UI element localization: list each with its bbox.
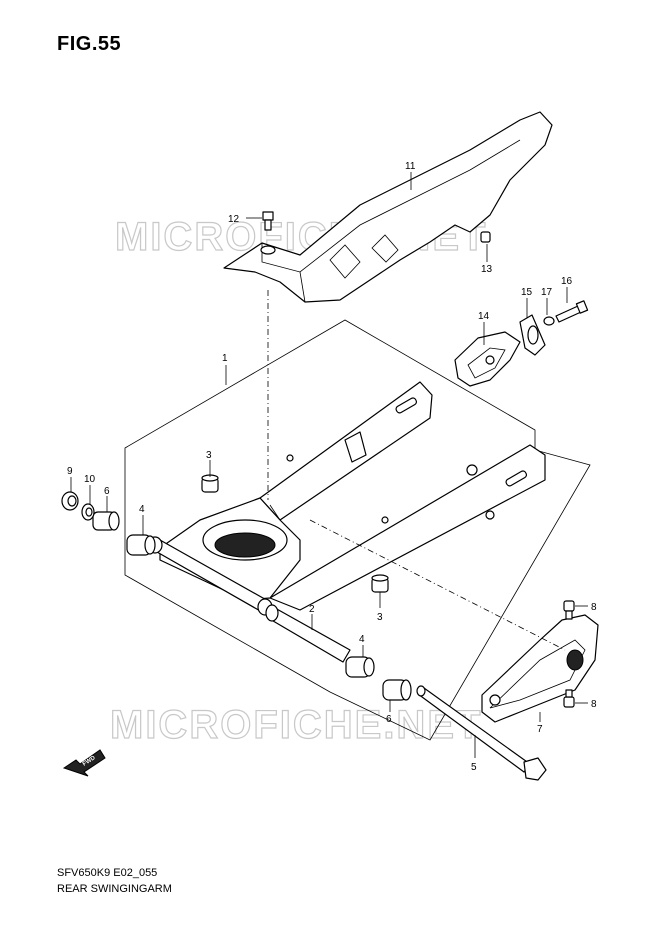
callout-4-right: 4 (359, 634, 365, 645)
figure-title: FIG.55 (57, 33, 122, 55)
watermark-bottom: MICROFICHE.NET (110, 703, 482, 747)
leader-lines (70, 172, 588, 758)
callout-1: 1 (222, 353, 228, 364)
bushing-3-upper (201, 474, 219, 493)
seal-9 (61, 491, 79, 511)
bushing-3-lower (371, 574, 389, 593)
callout-4-left: 4 (139, 504, 145, 515)
callout-3-lower: 3 (377, 612, 383, 623)
swingarm-1 (147, 381, 546, 616)
callout-12: 12 (228, 214, 240, 225)
diagram-name: REAR SWINGINGARM (57, 883, 172, 895)
callout-8-lower: 8 (591, 699, 597, 710)
washer-17 (543, 316, 555, 326)
bolt-12 (262, 211, 274, 231)
callout-6-right: 6 (386, 714, 392, 725)
nut-13 (480, 231, 491, 243)
callout-6-left: 6 (104, 486, 110, 497)
callout-2: 2 (309, 604, 315, 615)
guard-7 (481, 614, 599, 723)
clamp-15 (519, 314, 546, 356)
model-code: SFV650K9 E02_055 (57, 867, 158, 879)
bolt-16 (555, 300, 589, 323)
callout-14: 14 (478, 311, 490, 322)
bearing-4-right (345, 656, 375, 678)
pivot-shaft-5 (416, 685, 547, 781)
chain-cover-11 (223, 111, 553, 303)
bracket-14 (454, 331, 521, 387)
callout-9: 9 (67, 466, 73, 477)
callout-13: 13 (481, 264, 493, 275)
callout-16: 16 (561, 276, 573, 287)
callout-3-upper: 3 (206, 450, 212, 461)
callout-7: 7 (537, 724, 543, 735)
spacer-6-left (92, 511, 120, 531)
spacer-6-right (382, 679, 412, 701)
alignment-line-diagonal (309, 519, 566, 651)
sleeve-2 (265, 604, 351, 663)
callout-5: 5 (471, 762, 477, 773)
callout-10: 10 (84, 474, 96, 485)
callout-15: 15 (521, 287, 533, 298)
fwd-arrow-icon: FWD (62, 749, 106, 777)
assembly-outline (124, 319, 591, 741)
callout-17: 17 (541, 287, 553, 298)
bolt-8-upper (563, 600, 575, 620)
washer-10 (81, 503, 95, 521)
bolt-8-lower (563, 689, 575, 708)
bearing-4-left (126, 534, 156, 556)
callout-11: 11 (405, 161, 416, 172)
callout-8-upper: 8 (591, 602, 597, 613)
